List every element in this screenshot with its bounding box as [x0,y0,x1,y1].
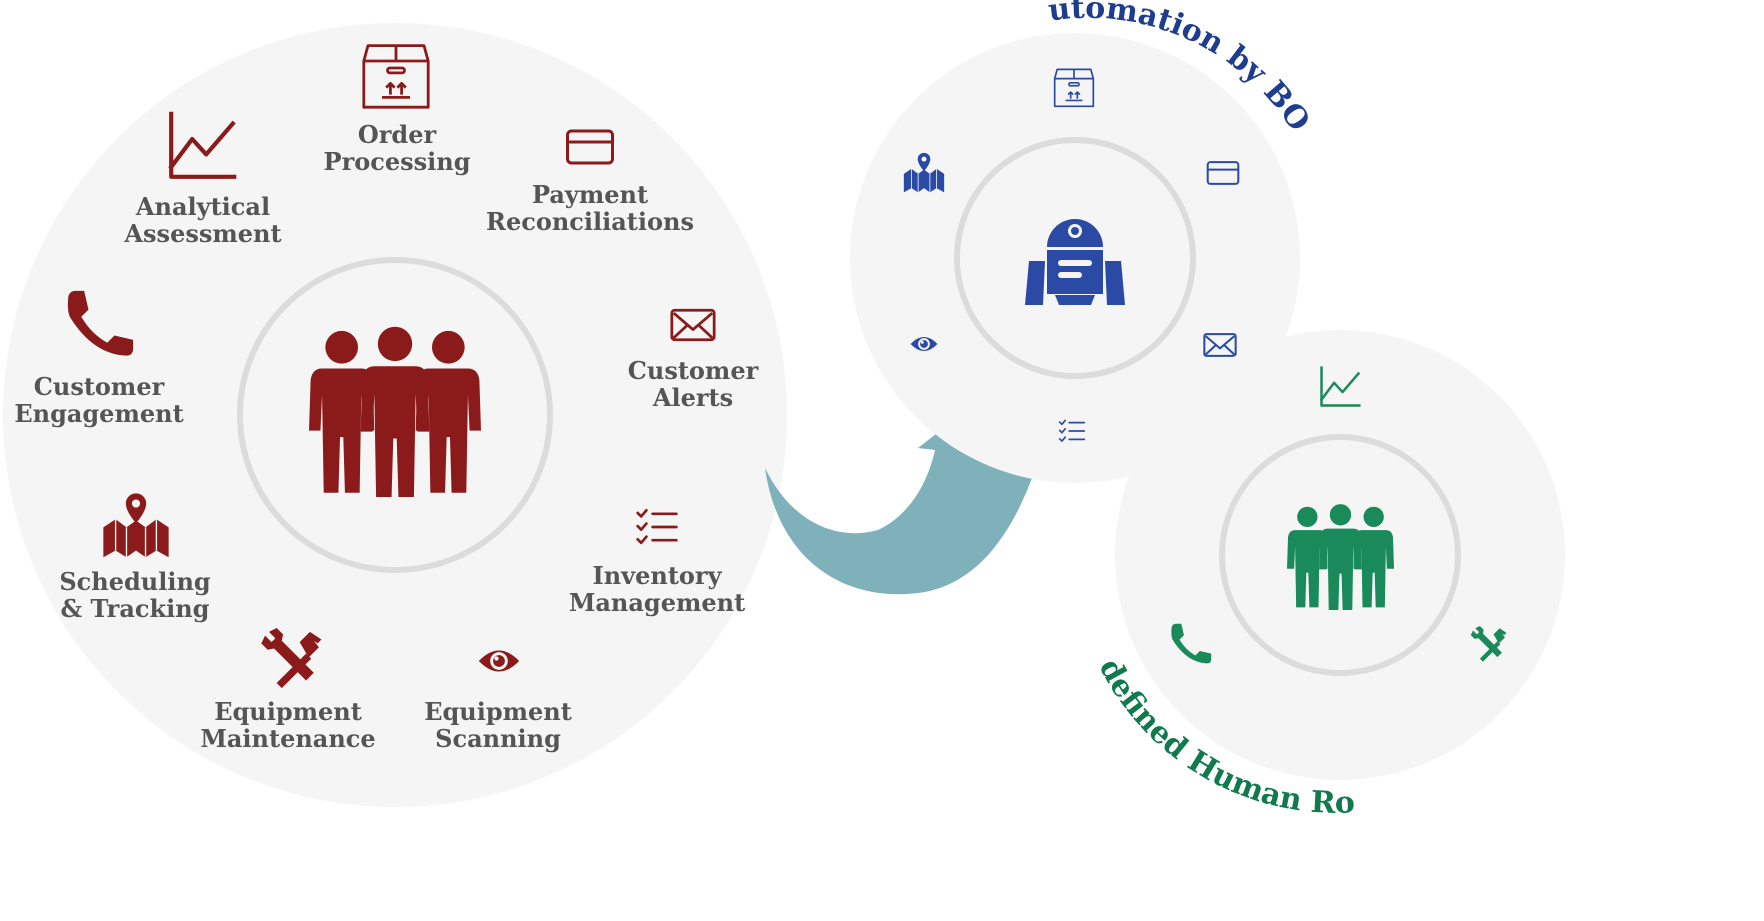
process-item-label-line: Scheduling [59,567,211,596]
process-item-label-line: Equipment [424,697,572,726]
process-item-label-line: Equipment [214,697,362,726]
process-item-label-line: Customer [34,372,165,401]
process-item-label-line: Assessment [123,219,281,248]
process-item-label-line: Inventory [592,561,722,590]
process-item-label-line: Management [569,588,745,617]
process-item-label-line: & Tracking [61,594,210,623]
process-item-label-line: Analytical [135,192,270,221]
process-item-label-line: Processing [324,147,471,176]
process-item-label-line: Payment [532,180,648,209]
process-item-label-line: Alerts [652,383,733,412]
process-item-label-line: Scanning [435,724,561,753]
process-item-label: Scheduling& Tracking [59,567,211,623]
process-item-label-line: Maintenance [200,724,375,753]
process-item-label-line: Reconciliations [486,207,694,236]
process-item-label-line: Customer [628,356,759,385]
process-item-scheduling-and-tracking: Scheduling& Tracking [59,492,211,623]
process-item-label-line: Engagement [14,399,183,428]
process-item-label-line: Order [358,120,437,149]
